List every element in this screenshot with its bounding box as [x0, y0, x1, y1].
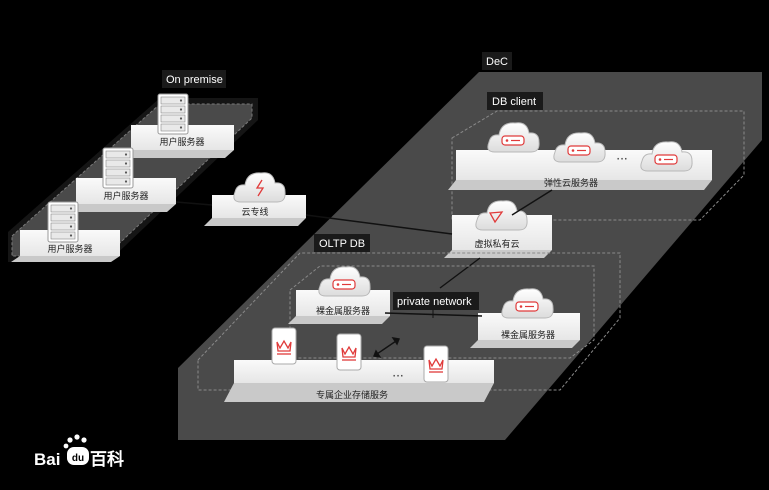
connections [175, 189, 553, 289]
vpc-label: 虚拟私有云 [474, 238, 519, 250]
user-server-card-3: 用户服务器 [11, 201, 120, 262]
dedicated-storage-label: 专属企业存储服务 [316, 389, 388, 401]
on-premise-label: On premise [166, 74, 223, 86]
db-client-tag [487, 92, 543, 110]
vpc-card: 虚拟私有云 [444, 200, 552, 258]
lightning-icon [255, 179, 265, 197]
link-onprem-cloudline [175, 201, 213, 206]
storage-crown-icon [336, 333, 362, 371]
bare-metal-label-left: 裸金属服务器 [316, 305, 370, 317]
elastic-cloud-server-card: ··· 弹性云服务器 [448, 123, 712, 190]
watermark-brand-left: Bai [34, 450, 60, 469]
user-server-card-2: 用户服务器 [67, 147, 176, 212]
private-network-tag [393, 292, 479, 310]
user-server-label-3: 用户服务器 [47, 243, 92, 255]
db-client-label: DB client [492, 96, 536, 108]
server-rack-icon [102, 147, 134, 189]
dedicated-storage-card: ··· 专属企业存储服务 [224, 327, 494, 402]
baidu-paw-logo: du [63, 434, 89, 465]
oltp-db-zone: OLTP DB [197, 234, 621, 391]
elastic-cloud-server-label: 弹性云服务器 [544, 177, 598, 189]
storage-crown-icon [423, 345, 449, 383]
private-network: private network [384, 292, 483, 318]
bare-metal-server-card-left: 裸金属服务器 [288, 267, 390, 324]
storage-ellipsis: ··· [392, 369, 403, 383]
storage-crown-icon [271, 327, 297, 365]
storage-link-arrow [373, 337, 400, 358]
db-client-zone: DB client [451, 92, 745, 221]
baidu-baike-watermark: Bai du 百科 [34, 434, 124, 469]
oltp-db-tag [314, 234, 370, 252]
bare-metal-label-right: 裸金属服务器 [501, 329, 555, 341]
oltp-db-label: OLTP DB [319, 238, 365, 250]
watermark-paw-text: du [72, 453, 84, 464]
bare-metal-server-card-right: 裸金属服务器 [470, 289, 580, 348]
cloud-line-card: 云专线 [204, 172, 306, 226]
user-server-label-1: 用户服务器 [159, 136, 204, 148]
dec-tag [482, 52, 512, 70]
user-server-label-2: 用户服务器 [103, 190, 148, 202]
cloud-line-label: 云专线 [241, 206, 268, 218]
on-premise-tag [162, 70, 226, 88]
link-vpc-oltp [439, 257, 481, 289]
watermark-brand-right: 百科 [90, 449, 124, 469]
ellipsis: ··· [616, 152, 627, 166]
server-rack-icon [157, 93, 189, 135]
private-network-label: private network [397, 296, 472, 308]
dec-label: DeC [486, 56, 508, 68]
link-dbclient-vpc [511, 189, 553, 216]
link-cloudline-vpc [305, 214, 453, 235]
vpc-router-icon [488, 211, 504, 224]
server-rack-icon [47, 201, 79, 243]
user-server-card-1: 用户服务器 [122, 93, 234, 158]
